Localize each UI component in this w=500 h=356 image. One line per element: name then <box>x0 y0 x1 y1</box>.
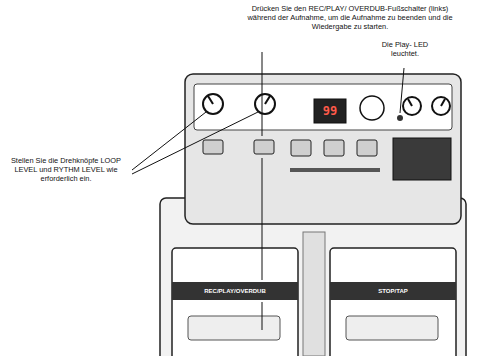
pedal-label: REC/PLAY/OVERDUB <box>174 286 296 296</box>
display <box>314 99 346 123</box>
stop-pedal <box>330 248 456 356</box>
callout-text: Drücken Sie den REC/PLAY/ OVERDUB-Fußsch… <box>242 4 458 31</box>
leader-lines <box>132 52 404 330</box>
side-panel <box>393 138 451 180</box>
panel-top <box>194 84 452 130</box>
pedal-label: STOP/TAP <box>332 286 454 296</box>
knobs <box>203 94 450 120</box>
pedal-gap <box>303 232 325 356</box>
pedal-strip <box>172 282 298 300</box>
display-digits: 99 <box>314 103 346 119</box>
rec-pedal <box>172 248 298 356</box>
panel-stripe <box>290 168 380 172</box>
buttons <box>203 140 377 156</box>
logo-plate <box>188 316 280 340</box>
pedal-strip <box>330 282 456 300</box>
callout-text: Stellen Sie die Drehknöpfe LOOP LEVEL un… <box>2 156 130 183</box>
logo-plate <box>346 316 438 340</box>
control-panel <box>185 74 461 224</box>
callout-text: Die Play- LED leuchtet. <box>378 40 432 58</box>
play-led <box>397 115 403 121</box>
